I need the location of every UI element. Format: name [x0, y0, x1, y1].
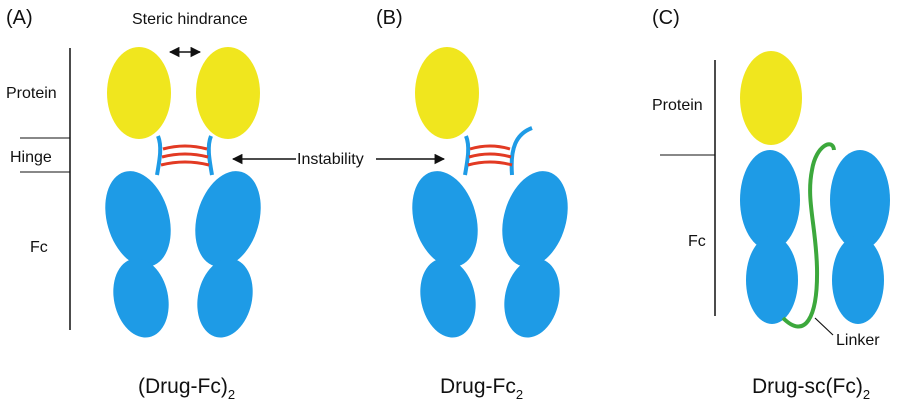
fc-domain [113, 258, 169, 338]
panel-b: (B) Drug-Fc2 [376, 7, 568, 400]
linker-peptide [781, 142, 836, 329]
fc-domain [412, 171, 478, 267]
protein-label: Protein [652, 97, 703, 114]
disulfide-bond [161, 152, 209, 159]
fc-domain [832, 236, 884, 324]
hinge-strand [206, 135, 214, 176]
protein-label: Protein [6, 85, 57, 102]
protein-domain [107, 47, 171, 139]
fc-domain [105, 171, 171, 267]
disulfide-bond [467, 160, 513, 167]
fc-domain [746, 236, 798, 324]
hinge-label: Hinge [10, 149, 52, 166]
protein-domain [196, 47, 260, 139]
fc-domain [504, 258, 560, 338]
protein-domain [415, 47, 479, 139]
fc-domain [197, 258, 253, 338]
hinge-strand [509, 126, 533, 176]
linker-pointer [814, 317, 834, 336]
fc-domain [195, 171, 261, 267]
fc-domain [830, 150, 890, 250]
hinge-strand [463, 135, 471, 176]
hinge-strand [155, 135, 163, 176]
panel-a: (A) Steric hindrance Protein Hinge Fc (D… [6, 7, 261, 400]
fc-label: Fc [688, 233, 706, 250]
instability-label: Instability [297, 151, 364, 168]
fc-domain [502, 171, 568, 267]
panel-c: (C) Protein Fc Linker Drug-sc(Fc)2 [652, 7, 890, 400]
linker-label: Linker [836, 332, 880, 349]
fc-domain [420, 258, 476, 338]
disulfide-bond [160, 160, 210, 167]
fc-domain [740, 150, 800, 250]
disulfide-bond [162, 144, 208, 151]
panel-a-title: (Drug-Fc)2 [138, 375, 235, 400]
panel-c-letter: (C) [652, 7, 680, 29]
instability-annotation: Instability [231, 151, 446, 168]
steric-hindrance-label: Steric hindrance [132, 11, 248, 28]
fc-label: Fc [30, 239, 48, 256]
panel-a-letter: (A) [6, 7, 33, 29]
disulfide-bond [468, 152, 512, 159]
panel-c-title: Drug-sc(Fc)2 [752, 375, 870, 400]
protein-domain [740, 51, 802, 145]
disulfide-bond [469, 144, 511, 151]
panel-b-letter: (B) [376, 7, 403, 29]
panel-b-title: Drug-Fc2 [440, 375, 523, 400]
